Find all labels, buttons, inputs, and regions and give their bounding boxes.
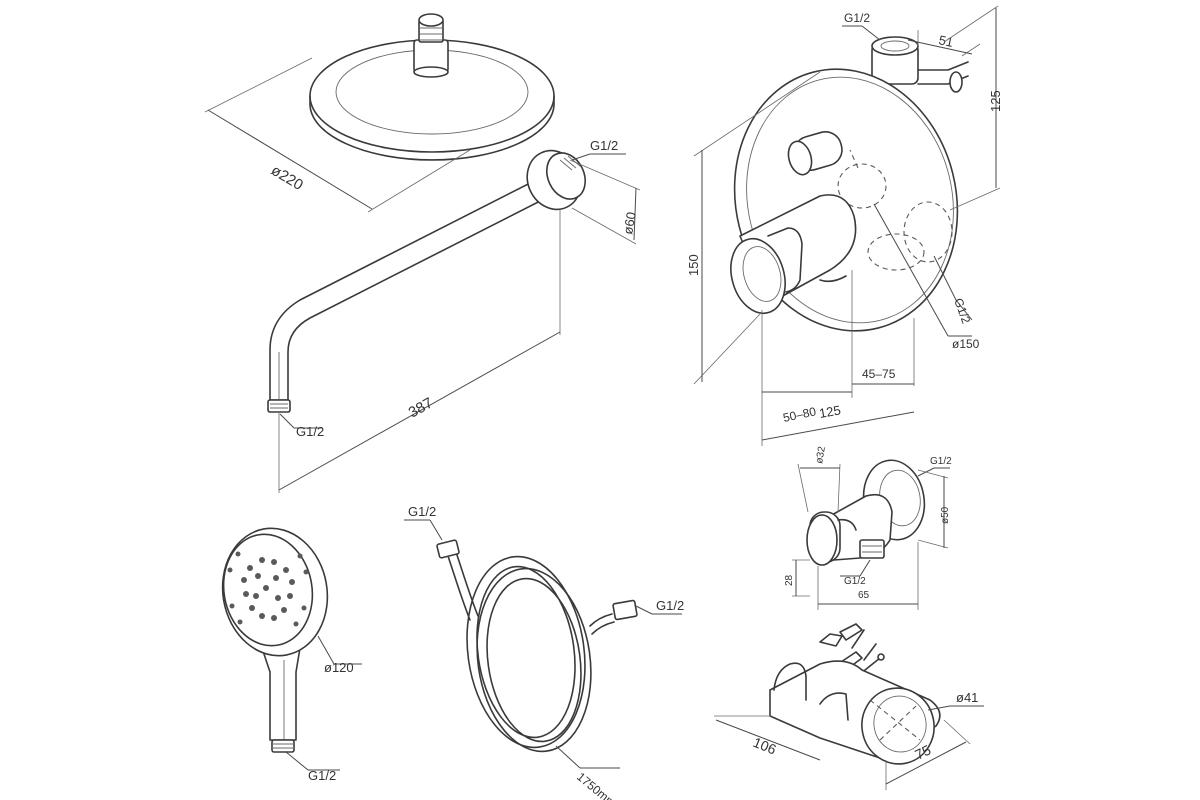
shower-head-diameter-label: ø220 [268,162,306,194]
wall-outlet-thread-wall-label: G1/2 [930,456,952,467]
shower-arm-length-label: 387 [406,394,436,421]
mixer [730,36,969,332]
shower-head [309,13,555,161]
wall-outlet-flange-label: ø50 [940,506,951,524]
mixer-height-dimension: 125 [943,5,1003,211]
wall-outlet-depth-label: 65 [858,590,870,601]
shower-hose-thread-top: G1/2 [404,504,443,541]
shower-arm-flange-dimension: ø60 [569,159,641,245]
shower-hose-thread-end-label: G1/2 [656,598,684,613]
mixer-depth-range-label: 45–75 [862,367,896,381]
mixer-thread-top: G1/2 [842,11,881,41]
wall-outlet-dims: ø32 G1/2 ø50 28 G1/2 65 [784,445,952,610]
holder-length-label: 106 [751,734,779,758]
hand-shower-thread: G1/2 [285,751,340,783]
hand-shower-diameter-dimension: ø120 [317,635,362,675]
hand-shower [221,527,329,753]
shower-hose-thread-end: G1/2 [635,598,684,615]
mixer-height-label: 125 [988,90,1003,112]
shower-arm-thread-wall-label: G1/2 [590,138,618,153]
shower-hose [436,539,638,753]
shower-hose-thread-top-label: G1/2 [408,504,436,519]
hand-shower-thread-label: G1/2 [308,768,336,783]
shower-hose-length-label: 1750mm [574,770,619,800]
holder-diameter-label: ø41 [956,690,978,705]
shower-arm-flange-label: ø60 [620,211,639,236]
mixer-thread-side-label: G1/2 [951,296,973,326]
wall-outlet-diameter-top-label: ø32 [814,445,828,464]
shower-arm-thread-outlet-label: G1/2 [296,424,324,439]
mixer-plate-diameter-label: ø150 [952,337,980,351]
mixer-thread-top-label: G1/2 [844,11,870,25]
mixer-plate-diameter: ø150 [873,203,980,351]
hand-shower-diameter-label: ø120 [324,660,354,675]
mixer-handle-range-label: 50–80 [782,404,818,425]
mixer-plate-height-dimension: 150 [686,71,821,385]
mixer-plate-height-label: 150 [686,254,701,276]
shower-arm [267,149,587,413]
mixer-depth-dimensions: 45–75 50–80 125 [761,270,915,446]
wall-outlet-height-label: 28 [784,574,795,586]
mixer-overall-depth-label: 125 [818,402,842,421]
hand-shower-spray-holes [227,551,309,627]
wall-outlet-thread-bottom-label: G1/2 [844,576,866,587]
hand-shower-holder [769,660,941,765]
holder-height-label: 75 [912,741,933,762]
shower-hose-length: 1750mm [555,745,620,800]
shower-arm-thread-wall: G1/2 [571,138,626,161]
shower-arm-thread-outlet: G1/2 [279,413,324,439]
wall-outlet [806,459,926,566]
